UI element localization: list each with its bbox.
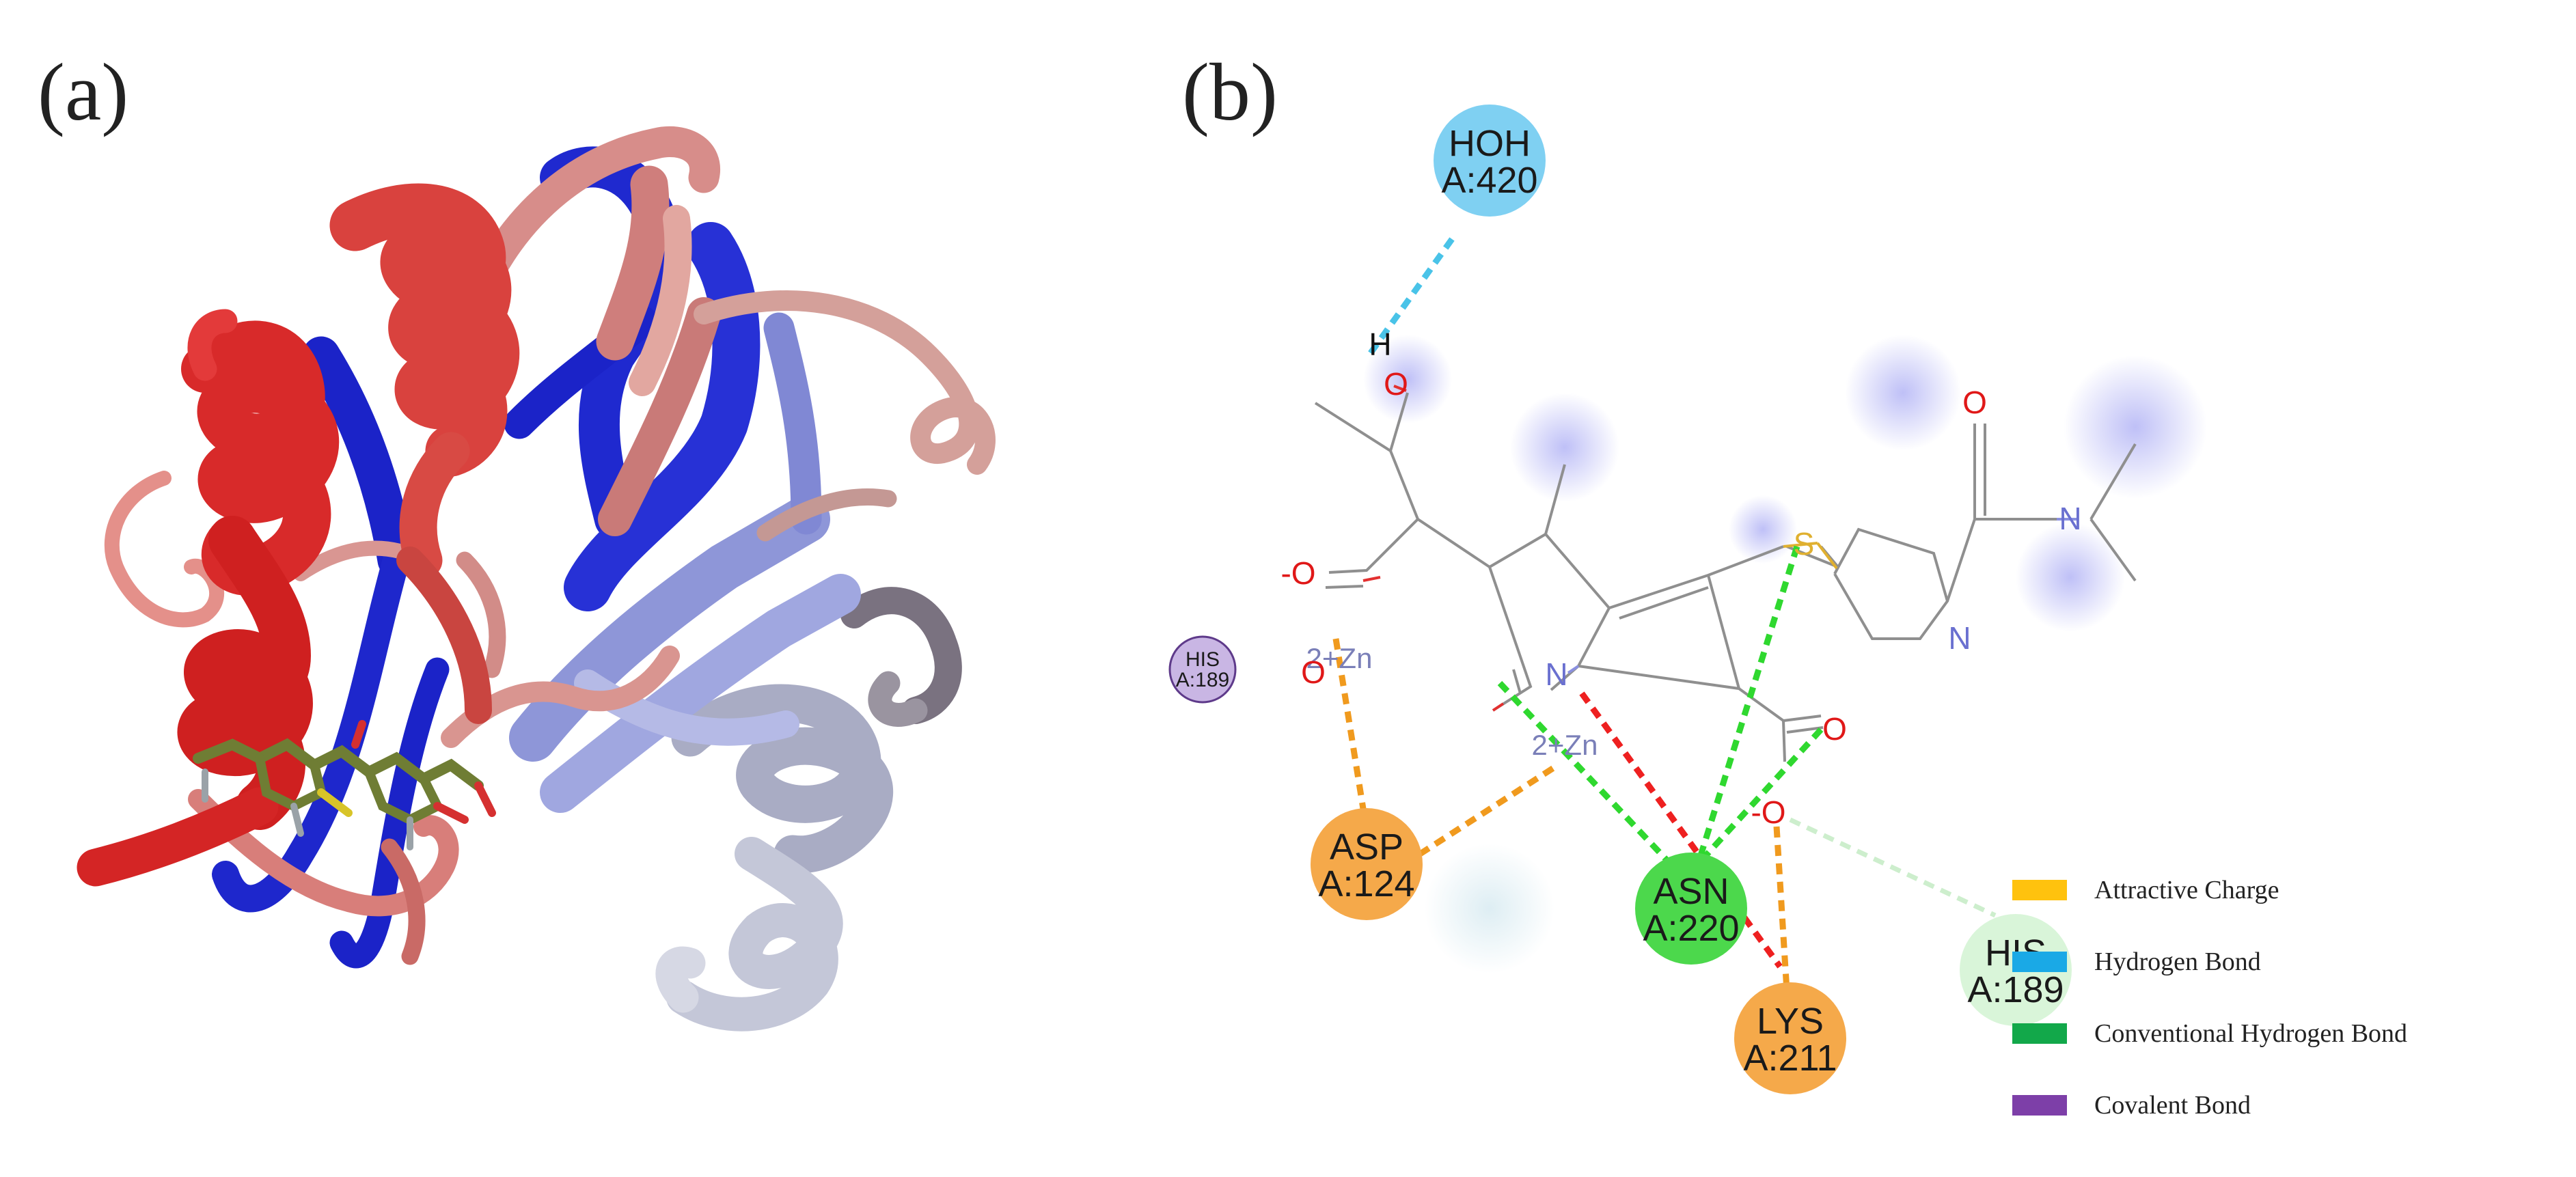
legend-label: Attractive Charge bbox=[2094, 875, 2279, 904]
asn-disc bbox=[1635, 853, 1747, 965]
atom-o-carbonyl: O bbox=[1301, 654, 1326, 690]
asn-id: A:220 bbox=[1643, 908, 1739, 949]
halo bbox=[2016, 523, 2125, 632]
heteroatom-bond-stubs bbox=[1362, 385, 2077, 712]
legend-label: Covalent Bond bbox=[2094, 1090, 2251, 1120]
panel-b-label: (b) bbox=[1182, 46, 1278, 137]
asp-name: ASP bbox=[1330, 827, 1403, 868]
legend-swatch-attractive bbox=[2012, 879, 2067, 900]
panel-a-label: (a) bbox=[38, 46, 129, 137]
legend-label: Conventional Hydrogen Bond bbox=[2094, 1019, 2408, 1048]
atom-labels: H O -O 2+Zn O N 2+Zn S N N O O -O bbox=[1280, 327, 2081, 830]
residue-labels: HOH A:420 HIS A:189 ASP A:124 ASN A:220 … bbox=[1176, 123, 2064, 1079]
panel-b-interaction-diagram: HOH A:420 HIS A:189 ASP A:124 ASN A:220 … bbox=[1093, 0, 2576, 1177]
atom-o-carboxyl-minus: -O bbox=[1280, 555, 1315, 591]
double-bonds bbox=[1325, 424, 1986, 734]
atom-o-hydroxyl: O bbox=[1384, 366, 1408, 402]
residue-discs bbox=[1168, 105, 2072, 1094]
attractive-asp-zn-line bbox=[1402, 762, 1560, 867]
atom-n-pyrrolidine: N bbox=[1948, 620, 1971, 656]
bound-ligand-sticks bbox=[193, 720, 496, 850]
legend-item: Conventional Hydrogen Bond bbox=[2012, 1014, 2407, 1052]
atom-n-amide: N bbox=[2059, 501, 2081, 536]
panel-a-protein-structure: (a) bbox=[0, 0, 1093, 1177]
halo bbox=[2064, 355, 2207, 499]
ligand-bonds bbox=[1314, 392, 2137, 762]
attractive-zn-asp-line bbox=[1332, 638, 1370, 831]
atom-n-ring: N bbox=[1545, 656, 1567, 692]
attractive-o-lys-line bbox=[1773, 826, 1790, 991]
legend-item: Covalent Bond bbox=[2012, 1086, 2407, 1124]
atom-h: H bbox=[1369, 327, 1391, 362]
interaction-legend: Attractive Charge Hydrogen Bond Conventi… bbox=[2012, 871, 2407, 1158]
lys-disc bbox=[1734, 982, 1846, 1094]
hoh-disc bbox=[1434, 105, 1546, 217]
his-small-name: HIS bbox=[1186, 648, 1220, 671]
lys-id: A:211 bbox=[1743, 1038, 1837, 1079]
hbond-o-asn-line bbox=[1497, 680, 1673, 867]
atom-o-amide: O bbox=[1962, 385, 1987, 420]
unfavorable-zn-lys-line bbox=[1579, 691, 1783, 969]
hoh-id: A:420 bbox=[1441, 160, 1537, 201]
grey-helix-region bbox=[655, 587, 962, 1031]
atom-zn-mid: 2+Zn bbox=[1532, 729, 1598, 761]
legend-swatch-conventional-hydrogen bbox=[2012, 1023, 2067, 1044]
legend-label: Hydrogen Bond bbox=[2094, 947, 2261, 976]
halo bbox=[1845, 335, 1961, 451]
legend-item: Hydrogen Bond bbox=[2012, 943, 2407, 980]
halo bbox=[1510, 393, 1619, 502]
legend-item: Attractive Charge bbox=[2012, 871, 2407, 909]
asp-disc bbox=[1311, 808, 1423, 920]
hoh-name: HOH bbox=[1449, 123, 1531, 164]
interaction-diagram-svg: HOH A:420 HIS A:189 ASP A:124 ASN A:220 … bbox=[1168, 105, 2207, 1094]
asp-id: A:124 bbox=[1318, 863, 1414, 904]
legend-swatch-covalent bbox=[2012, 1094, 2067, 1116]
red-helix-region bbox=[77, 183, 520, 887]
atom-s: S bbox=[1794, 526, 1815, 562]
his-large-id: A:189 bbox=[1967, 969, 2064, 1010]
his-small-disc bbox=[1168, 635, 1237, 704]
legend-swatch-hydrogen bbox=[2012, 951, 2067, 972]
halo bbox=[1363, 335, 1452, 424]
hbond-o-asn-line-2 bbox=[1695, 727, 1824, 867]
asn-name: ASN bbox=[1653, 871, 1729, 912]
interaction-lines bbox=[1332, 237, 1997, 991]
hbond-s-asn-line bbox=[1695, 545, 1800, 866]
atom-o-minus: -O bbox=[1751, 794, 1785, 830]
his-small-id: A:189 bbox=[1176, 669, 1229, 691]
accessibility-halos bbox=[1363, 335, 2207, 973]
hbond-hoh-line bbox=[1364, 237, 1455, 361]
lavender-sheet-region bbox=[509, 312, 861, 813]
salmon-ribbon-region bbox=[104, 126, 996, 965]
atom-o-lower: O bbox=[1822, 711, 1847, 747]
atom-zn-top: 2+Zn bbox=[1306, 642, 1373, 674]
protein-ribbon-render bbox=[77, 126, 996, 1031]
weak-o-his-line bbox=[1789, 817, 1997, 918]
lys-name: LYS bbox=[1757, 1001, 1824, 1042]
halo bbox=[1425, 844, 1554, 973]
